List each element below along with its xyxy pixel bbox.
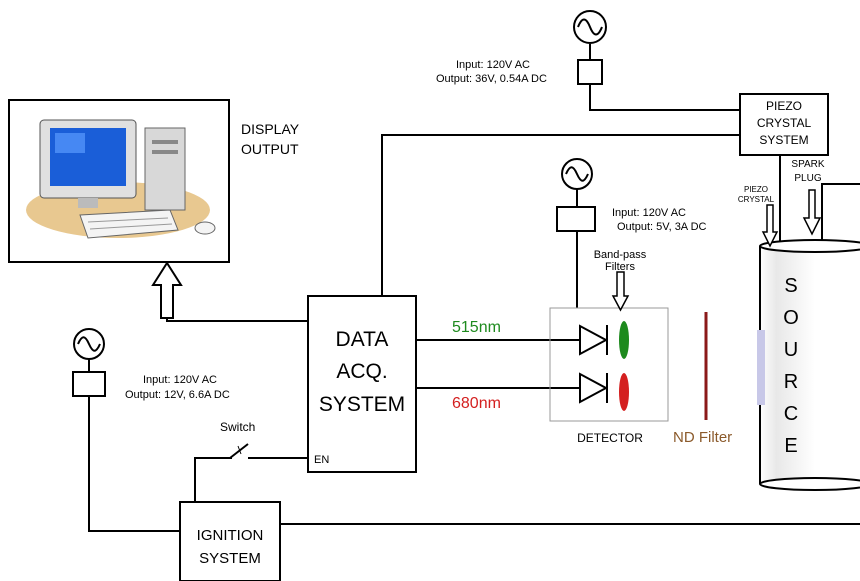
display-label-line2: OUTPUT	[241, 141, 299, 157]
switch-label: Switch	[220, 420, 255, 434]
green-bandpass-filter	[619, 321, 629, 359]
source-letter-s: S	[784, 275, 797, 297]
keyboard-icon	[79, 209, 179, 239]
mouse-icon	[194, 221, 216, 235]
source-window	[757, 330, 765, 405]
display-computer	[8, 99, 230, 263]
daq-en-label: EN	[314, 454, 329, 466]
detector-label: DETECTOR	[577, 431, 643, 445]
piezo-psu-output: Output: 36V, 0.54A DC	[436, 73, 547, 85]
piezo-psu-input: Input: 120V AC	[456, 59, 530, 71]
piezo-system-line1: PIEZO	[766, 99, 802, 113]
piezo-system-line2: CRYSTAL	[757, 116, 812, 130]
bandpass-arrow-icon	[611, 271, 630, 312]
wiring	[88, 44, 860, 532]
detector-psu	[556, 206, 596, 232]
daq-line1: DATA	[336, 328, 389, 351]
piezo-crystal-arrow-icon	[761, 204, 779, 248]
ac-source-icon	[73, 328, 105, 360]
detector-psu-input: Input: 120V AC	[612, 207, 686, 219]
source-letter-e: E	[784, 435, 797, 457]
channel-515nm-label: 515nm	[452, 319, 501, 336]
daq-line2: ACQ.	[336, 360, 387, 383]
ignition-system	[179, 501, 281, 581]
ignition-line1: IGNITION	[197, 527, 264, 544]
source-letter-c: C	[784, 403, 798, 425]
ignition-psu-output: Output: 12V, 6.6A DC	[125, 389, 230, 401]
nd-filter-label: ND Filter	[673, 429, 732, 446]
source-letter-u: U	[784, 339, 798, 361]
ac-source-icon	[573, 10, 607, 44]
piezo-crystal-system	[739, 93, 829, 156]
source-letter-o: O	[783, 307, 799, 329]
data-acq-system	[307, 295, 417, 473]
ignition-psu-input: Input: 120V AC	[143, 374, 217, 386]
spark-plug-label-line1: SPARK	[791, 159, 824, 170]
detector-psu-output: Output: 5V, 3A DC	[617, 221, 707, 233]
piezo-crystal-label-line2: CRYSTAL	[738, 195, 775, 204]
piezo-psu	[577, 59, 603, 85]
spark-plug-arrow-icon	[802, 189, 822, 236]
daq-line3: SYSTEM	[319, 393, 405, 416]
photodiode-icon	[579, 324, 609, 356]
ac-source-icon	[561, 158, 593, 190]
ignition-line2: SYSTEM	[199, 550, 261, 567]
detector-box	[549, 307, 669, 422]
display-label-line1: DISPLAY	[241, 121, 300, 137]
bandpass-label-line1: Band-pass	[594, 249, 647, 261]
spark-plug-label-line2: PLUG	[794, 173, 821, 184]
red-bandpass-filter	[619, 373, 629, 411]
bandpass-label-line2: Filters	[605, 261, 635, 273]
display-arrow-icon	[151, 261, 183, 319]
source-chamber	[757, 239, 860, 491]
piezo-system-line3: SYSTEM	[759, 133, 808, 147]
piezo-crystal-label-line1: PIEZO	[744, 185, 768, 194]
source-letter-r: R	[784, 371, 798, 393]
photodiode-icon	[579, 372, 609, 404]
ignition-psu	[72, 371, 106, 397]
channel-680nm-label: 680nm	[452, 395, 501, 412]
